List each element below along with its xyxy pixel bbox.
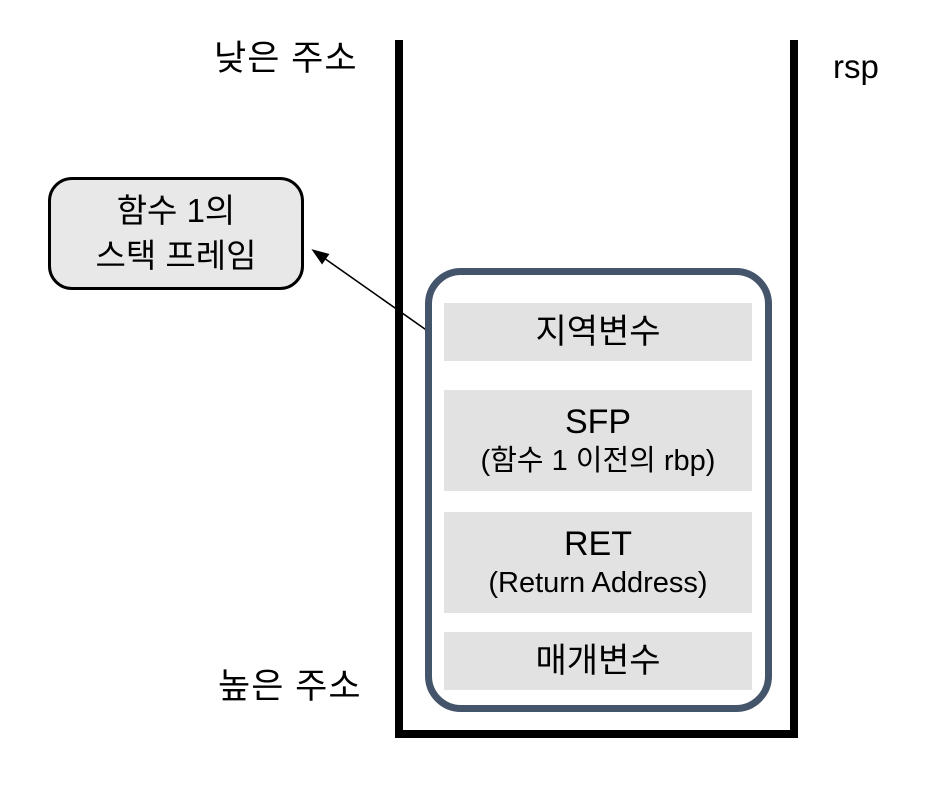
callout-arrow — [311, 249, 433, 335]
stack-cell-ret: RET (Return Address) — [444, 512, 752, 613]
cell-subtitle: (Return Address) — [488, 566, 708, 599]
stack-wall-left — [395, 40, 403, 738]
low-address-label: 낮은 주소 — [214, 39, 358, 78]
cell-title: 매개변수 — [535, 641, 661, 680]
callout-line1: 함수 1의 — [116, 191, 236, 229]
stack-cell-sfp: SFP (함수 1 이전의 rbp) — [444, 390, 752, 491]
high-address-label: 높은 주소 — [218, 667, 362, 706]
cell-title: RET — [564, 524, 632, 563]
rsp-register-label: rsp — [833, 48, 879, 85]
callout-line2: 스택 프레임 — [95, 236, 257, 274]
stack-wall-bottom — [395, 730, 798, 738]
function1-stack-frame-callout: 함수 1의 스택 프레임 — [48, 177, 304, 290]
stack-wall-right — [790, 40, 798, 738]
cell-title: SFP — [564, 402, 632, 441]
stack-cell-local-variables: 지역변수 — [444, 303, 752, 361]
cell-title: 지역변수 — [535, 312, 661, 351]
stack-cell-parameters: 매개변수 — [444, 632, 752, 690]
cell-subtitle: (함수 1 이전의 rbp) — [480, 444, 716, 477]
